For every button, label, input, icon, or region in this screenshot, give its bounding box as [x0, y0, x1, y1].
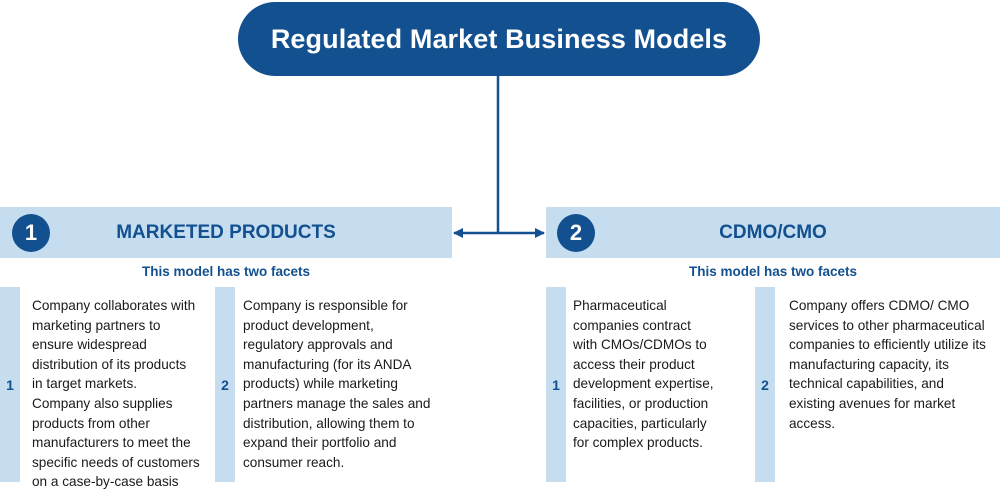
model-subtitle: This model has two facets — [688, 264, 858, 279]
facet-description: Pharmaceutical companies contract with C… — [573, 298, 714, 451]
cdmo-cmo-title: CDMO/CMO — [719, 221, 827, 243]
facet-description: Company offers CDMO/ CMO services to oth… — [789, 298, 986, 431]
model-number-badge: 2 — [557, 214, 595, 252]
facet-number-strip: 1 — [546, 287, 566, 482]
cdmo-cmo-band — [546, 207, 1000, 258]
facet-number-strip: 2 — [755, 287, 775, 482]
facet-description: Company collaborates with marketing part… — [32, 298, 200, 490]
facet-description: Company is responsible for product devel… — [243, 298, 431, 470]
diagram-title: Regulated Market Business Models — [238, 2, 760, 76]
facet-number-strip: 2 — [215, 287, 235, 482]
facet-number-strip: 1 — [0, 287, 20, 482]
model-subtitle: This model has two facets — [141, 264, 311, 279]
marketed-products-band — [0, 207, 452, 258]
model-number-badge: 1 — [12, 214, 50, 252]
marketed-products-title: MARKETED PRODUCTS — [116, 221, 336, 243]
